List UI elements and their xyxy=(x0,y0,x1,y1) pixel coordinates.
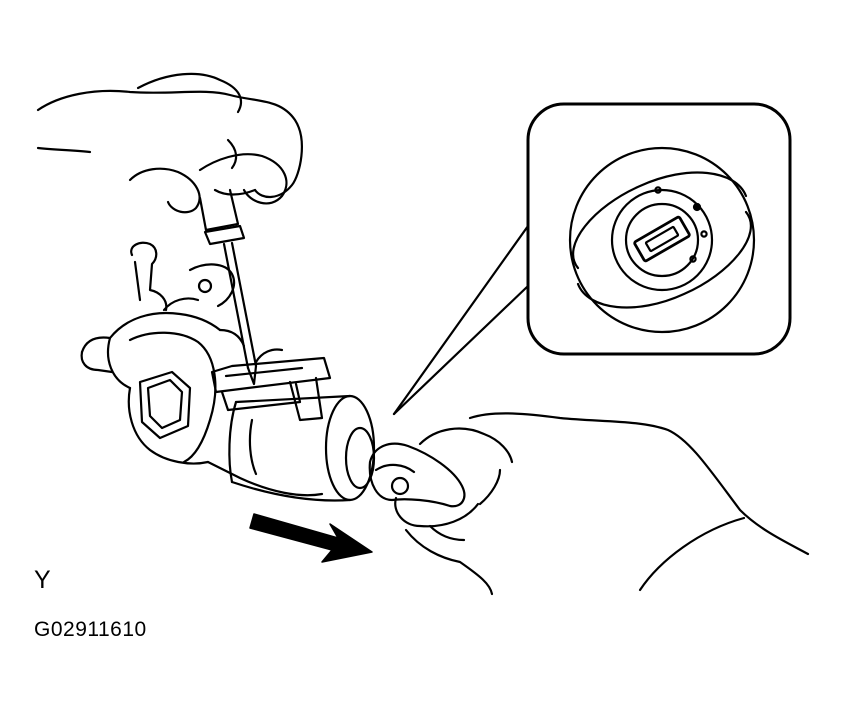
callout-leader xyxy=(392,224,530,416)
pull-direction-arrow xyxy=(249,513,373,563)
figure-code: G02911610 xyxy=(34,618,147,641)
detail-view-panel xyxy=(526,102,792,356)
lock-housing xyxy=(80,241,324,497)
screwdriver xyxy=(198,188,258,386)
lock-cylinder xyxy=(210,348,376,502)
upper-hand xyxy=(36,72,303,214)
lower-hand xyxy=(394,412,810,596)
ignition-key xyxy=(368,442,466,508)
view-label: Y xyxy=(34,566,51,594)
